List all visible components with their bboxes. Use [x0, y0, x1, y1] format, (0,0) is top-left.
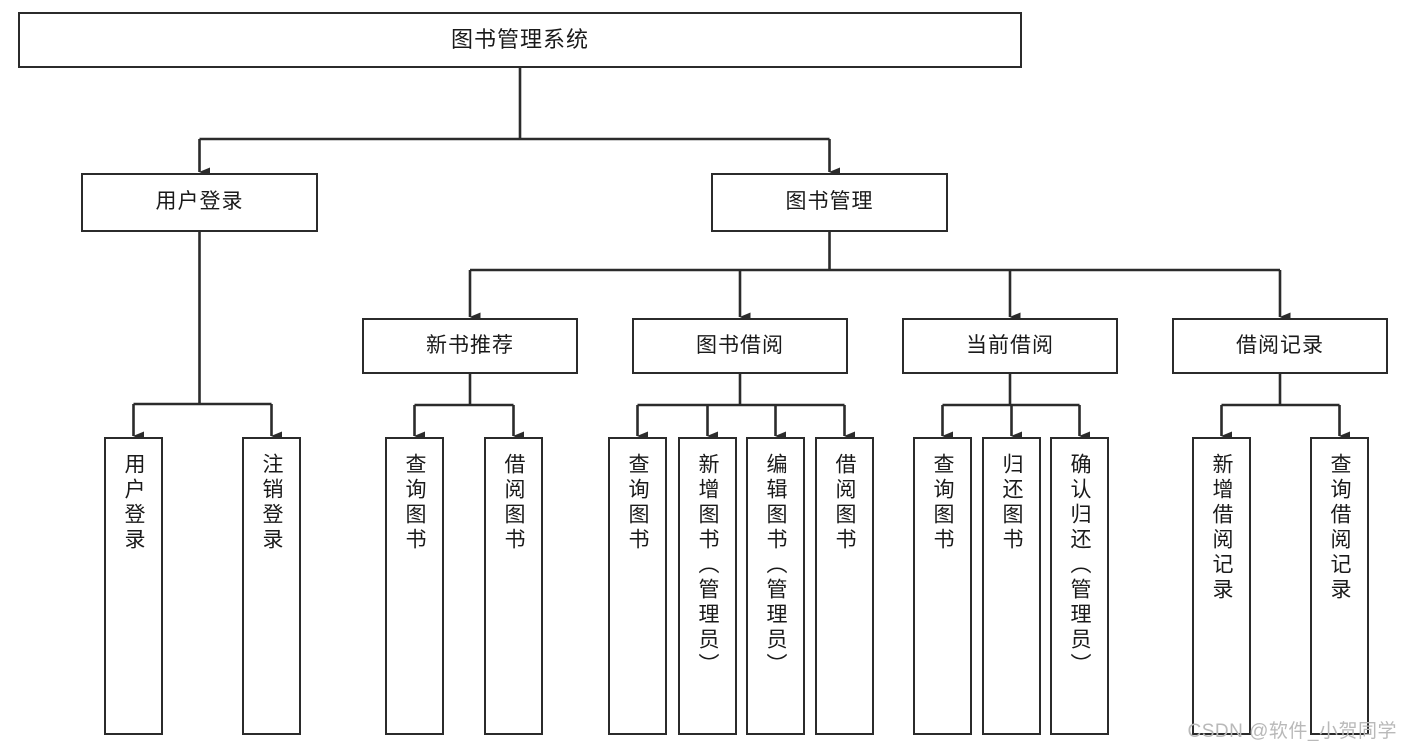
node-borrow-record-label: 借阅记录 — [1236, 333, 1324, 357]
leaf-borrow-book[interactable]: 借阅图书 — [815, 437, 874, 735]
leaf-add-book-admin[interactable]: 新增图书（管理员） — [678, 437, 737, 735]
node-current-borrow[interactable]: 当前借阅 — [902, 318, 1118, 374]
leaf-confirm-return-admin[interactable]: 确认归还（管理员） — [1050, 437, 1109, 735]
leaf-confirm-return-admin-label: 确认归还（管理员） — [1068, 453, 1091, 678]
leaf-query-book-borrow-label: 查询图书 — [626, 453, 649, 553]
leaf-query-book-borrow[interactable]: 查询图书 — [608, 437, 667, 735]
node-root-label: 图书管理系统 — [450, 27, 589, 53]
node-new-book-recommend-label: 新书推荐 — [426, 333, 514, 357]
edge-group — [132, 68, 1350, 441]
node-borrow-record[interactable]: 借阅记录 — [1172, 318, 1388, 374]
node-current-borrow-label: 当前借阅 — [966, 333, 1054, 357]
leaf-logout-label: 注销登录 — [260, 453, 283, 553]
leaf-add-borrow-record-label: 新增借阅记录 — [1210, 453, 1233, 603]
node-user-login[interactable]: 用户登录 — [81, 173, 318, 232]
leaf-borrow-book-label: 借阅图书 — [833, 453, 856, 553]
leaf-user-login-label: 用户登录 — [122, 453, 145, 553]
leaf-query-book-recommend-label: 查询图书 — [403, 453, 426, 553]
watermark: CSDN @软件_小贺同学 — [1187, 721, 1397, 742]
leaf-query-book-current[interactable]: 查询图书 — [913, 437, 972, 735]
leaf-edit-book-admin-label: 编辑图书（管理员） — [764, 453, 787, 678]
leaf-query-borrow-record-label: 查询借阅记录 — [1328, 453, 1351, 603]
leaf-add-borrow-record[interactable]: 新增借阅记录 — [1192, 437, 1251, 735]
node-book-borrow-label: 图书借阅 — [696, 333, 784, 357]
leaf-logout[interactable]: 注销登录 — [242, 437, 301, 735]
leaf-borrow-book-recommend[interactable]: 借阅图书 — [484, 437, 543, 735]
leaf-query-book-current-label: 查询图书 — [931, 453, 954, 553]
node-new-book-recommend[interactable]: 新书推荐 — [362, 318, 578, 374]
node-root[interactable]: 图书管理系统 — [18, 12, 1022, 68]
node-book-management[interactable]: 图书管理 — [711, 173, 948, 232]
node-book-borrow[interactable]: 图书借阅 — [632, 318, 848, 374]
leaf-user-login[interactable]: 用户登录 — [104, 437, 163, 735]
leaf-query-book-recommend[interactable]: 查询图书 — [385, 437, 444, 735]
leaf-add-book-admin-label: 新增图书（管理员） — [696, 453, 719, 678]
leaf-return-book[interactable]: 归还图书 — [982, 437, 1041, 735]
leaf-edit-book-admin[interactable]: 编辑图书（管理员） — [746, 437, 805, 735]
leaf-borrow-book-recommend-label: 借阅图书 — [502, 453, 525, 553]
node-book-management-label: 图书管理 — [785, 190, 874, 214]
node-user-login-label: 用户登录 — [155, 190, 244, 214]
leaf-return-book-label: 归还图书 — [1000, 453, 1023, 553]
leaf-query-borrow-record[interactable]: 查询借阅记录 — [1310, 437, 1369, 735]
